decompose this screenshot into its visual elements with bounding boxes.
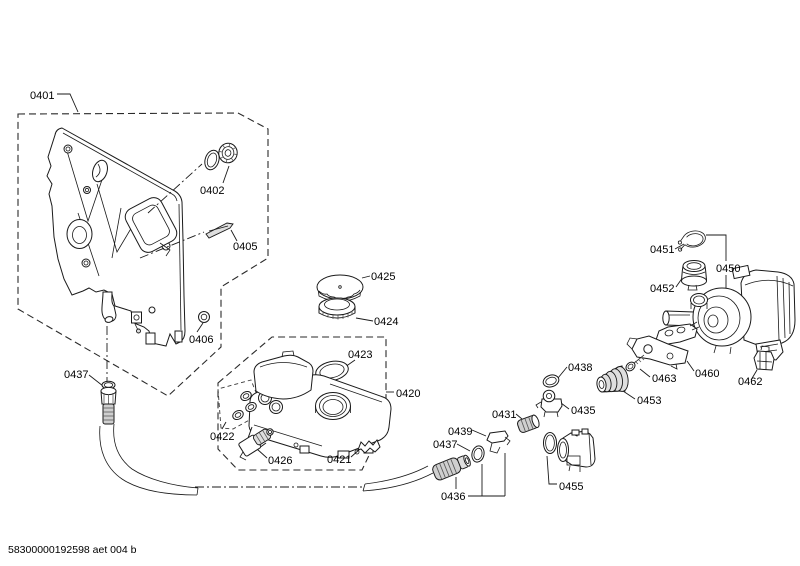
part-heat-pump-0450 — [662, 264, 796, 361]
part-label-0426: 0426 — [268, 455, 292, 467]
part-hose-end-0436 — [432, 454, 471, 481]
part-ring-0406 — [198, 311, 210, 323]
part-label-0421: 0421 — [327, 454, 351, 466]
part-grommet-0402-b — [218, 142, 238, 164]
part-cone-0453 — [596, 365, 629, 393]
part-collar-0424 — [318, 297, 356, 320]
part-label-0437-right: 0437 — [433, 439, 457, 451]
part-oring-0437-right — [471, 445, 485, 463]
part-pin-0405 — [205, 222, 234, 239]
part-oring-0438 — [542, 374, 560, 388]
part-hose — [99, 423, 434, 496]
part-clip-0421 — [357, 439, 381, 454]
part-label-0463: 0463 — [652, 373, 676, 385]
part-clip-0439 — [486, 430, 511, 454]
part-label-0437-left: 0437 — [64, 369, 88, 381]
part-label-0438: 0438 — [568, 362, 592, 374]
part-label-0401: 0401 — [30, 90, 54, 102]
centerlines — [106, 163, 364, 488]
part-label-0405: 0405 — [233, 241, 257, 253]
part-label-0435: 0435 — [571, 405, 595, 417]
part-valve-0435 — [535, 389, 563, 418]
dashed-box-0420 — [217, 336, 387, 471]
part-hose-connector-0437 — [100, 380, 117, 425]
part-label-0422: 0422 — [210, 431, 234, 443]
part-sleeve-0431 — [517, 414, 540, 433]
part-seal-0402-a — [204, 149, 220, 171]
part-mounting-plate — [46, 127, 186, 347]
dashed-box-0401 — [17, 112, 269, 397]
part-label-0436: 0436 — [441, 491, 465, 503]
part-label-0423: 0423 — [348, 349, 372, 361]
part-label-0462: 0462 — [738, 376, 762, 388]
part-label-0420: 0420 — [396, 388, 420, 400]
part-label-0450: 0450 — [716, 263, 740, 275]
part-bracket-0460 — [626, 321, 700, 370]
footer-part-code: 58300000192598 aet 004 b — [8, 544, 137, 556]
part-pump-0455 — [543, 428, 596, 472]
part-label-0431: 0431 — [492, 409, 516, 421]
part-label-0424: 0424 — [374, 316, 398, 328]
part-label-0452: 0452 — [650, 283, 674, 295]
part-sleeve-0452 — [680, 260, 708, 291]
part-fitting-0426 — [238, 428, 274, 461]
part-label-0451: 0451 — [650, 244, 674, 256]
part-connector-0462 — [753, 345, 775, 371]
part-rings-0422 — [232, 390, 257, 421]
part-screw-0463 — [625, 354, 645, 372]
part-label-0460: 0460 — [695, 368, 719, 380]
part-label-0406: 0406 — [189, 334, 213, 346]
part-dispenser-lid — [253, 350, 314, 400]
labels-layer: 0401 0402 0405 0406 0437 0425 0424 0423 0420 0422… — [30, 90, 762, 503]
part-label-0425: 0425 — [371, 271, 395, 283]
part-cap-0425 — [316, 274, 364, 302]
part-label-0439: 0439 — [448, 426, 472, 438]
part-label-0455: 0455 — [559, 481, 583, 493]
part-label-0402: 0402 — [200, 185, 224, 197]
part-clamp-0451 — [677, 230, 706, 252]
part-label-0453: 0453 — [637, 395, 661, 407]
